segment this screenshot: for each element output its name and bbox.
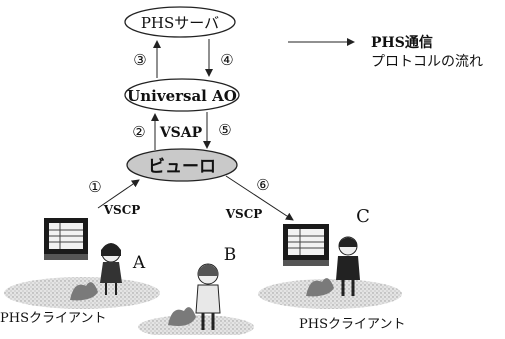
step-2-label: ②	[132, 123, 145, 141]
legend-line-1: PHS通信	[371, 34, 433, 51]
vsap-label: VSAP	[159, 125, 203, 141]
client-b-label: B	[224, 245, 237, 265]
step-1-label: ①	[88, 178, 101, 196]
client-c-label: C	[356, 206, 370, 227]
vscp-left-label: VSCP	[103, 203, 141, 217]
phs-server-node: PHSサーバ	[125, 7, 235, 37]
step-5-label: ⑤	[218, 121, 231, 139]
client-right-caption: PHSクライアント	[299, 317, 405, 332]
client-c-group: C	[258, 206, 402, 309]
client-a-screen	[44, 218, 88, 260]
phs-server-label: PHSサーバ	[141, 14, 219, 32]
step-4-label: ④	[220, 51, 233, 69]
client-b-platform	[138, 315, 254, 335]
vscp-right-label: VSCP	[225, 207, 263, 221]
client-left-caption: PHSクライアント	[0, 311, 106, 326]
client-c-screen	[283, 224, 329, 266]
bureau-label: ビューロ	[148, 157, 216, 177]
bureau-node: ビューロ	[127, 149, 237, 181]
universal-ao-label: Universal AO	[127, 87, 237, 105]
client-a-group: A	[4, 218, 160, 309]
legend-line-2: プロトコルの流れ	[371, 54, 483, 70]
step-6-label: ⑥	[256, 176, 269, 194]
step-3-label: ③	[133, 51, 146, 69]
client-a-label: A	[132, 253, 146, 273]
universal-ao-node: Universal AO	[125, 79, 239, 111]
